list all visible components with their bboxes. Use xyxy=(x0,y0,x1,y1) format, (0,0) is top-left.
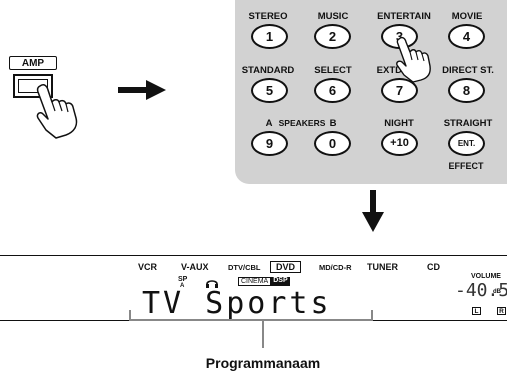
key-plus10[interactable]: +10 xyxy=(381,131,418,156)
key-9[interactable]: 9 xyxy=(251,131,288,156)
key-label-music: MUSIC xyxy=(317,11,349,22)
speaker-a-indicator: A xyxy=(180,283,185,289)
key-label-speakers: SPEAKERS xyxy=(278,118,326,128)
source-vcr: VCR xyxy=(138,262,158,272)
source-tuner: TUNER xyxy=(367,262,398,272)
program-name-bracket xyxy=(129,310,373,348)
volume-value: -40.5 xyxy=(455,280,507,301)
key-label-direct-st: DIRECT ST. xyxy=(442,65,494,76)
key-8[interactable]: 8 xyxy=(448,78,485,103)
key-label-speakers-a: A xyxy=(265,118,273,129)
key-ent[interactable]: ENT. xyxy=(448,131,485,156)
key-label-straight: STRAIGHT xyxy=(443,118,493,129)
effect-label: EFFECT xyxy=(448,161,484,171)
volume-label: VOLUME xyxy=(471,273,501,280)
source-md-cd-r: MD/CD-R xyxy=(319,263,352,272)
key-5[interactable]: 5 xyxy=(251,78,288,103)
left-channel-indicator: L xyxy=(472,307,481,315)
speaker-indicator: SP xyxy=(178,276,188,283)
hand-pointer-icon xyxy=(396,36,431,83)
key-label-standard: STANDARD xyxy=(241,65,295,76)
key-label-movie: MOVIE xyxy=(451,11,483,22)
volume-unit: dB xyxy=(493,289,501,295)
down-arrow-icon xyxy=(362,190,384,232)
key-3[interactable]: 3 xyxy=(381,24,418,49)
source-dvd-selected: DVD xyxy=(270,261,302,273)
key-0[interactable]: 0 xyxy=(314,131,351,156)
key-6[interactable]: 6 xyxy=(314,78,351,103)
front-panel-display: VCR V-AUX DTV/CBL DVD MD/CD-R TUNER CD S… xyxy=(0,255,507,321)
key-2[interactable]: 2 xyxy=(314,24,351,49)
remote-keypad-panel: STEREO MUSIC ENTERTAIN MOVIE 1 2 3 4 STA… xyxy=(235,0,507,184)
headphone-icon xyxy=(206,280,218,288)
key-label-select: SELECT xyxy=(314,65,352,76)
key-1[interactable]: 1 xyxy=(251,24,288,49)
hand-pointer-icon xyxy=(36,84,78,139)
cinema-label: CINEMA xyxy=(238,277,272,286)
dsp-label: DSP xyxy=(271,277,290,286)
key-7[interactable]: 7 xyxy=(381,78,418,103)
key-label-stereo: STEREO xyxy=(248,11,288,22)
key-label-speakers-b: B xyxy=(329,118,337,129)
key-label-entertain: ENTERTAIN xyxy=(377,11,431,22)
program-name-text: TV Sports xyxy=(142,286,332,321)
source-cd: CD xyxy=(427,262,440,272)
amp-label: AMP xyxy=(9,56,57,70)
source-v-aux: V-AUX xyxy=(181,262,209,272)
program-name-caption: Programmanaam xyxy=(205,355,321,371)
right-channel-indicator: R xyxy=(497,307,506,315)
right-arrow-icon xyxy=(118,80,166,100)
key-4[interactable]: 4 xyxy=(448,24,485,49)
source-dtv-cbl: DTV/CBL xyxy=(228,263,261,272)
key-label-night: NIGHT xyxy=(384,118,414,129)
